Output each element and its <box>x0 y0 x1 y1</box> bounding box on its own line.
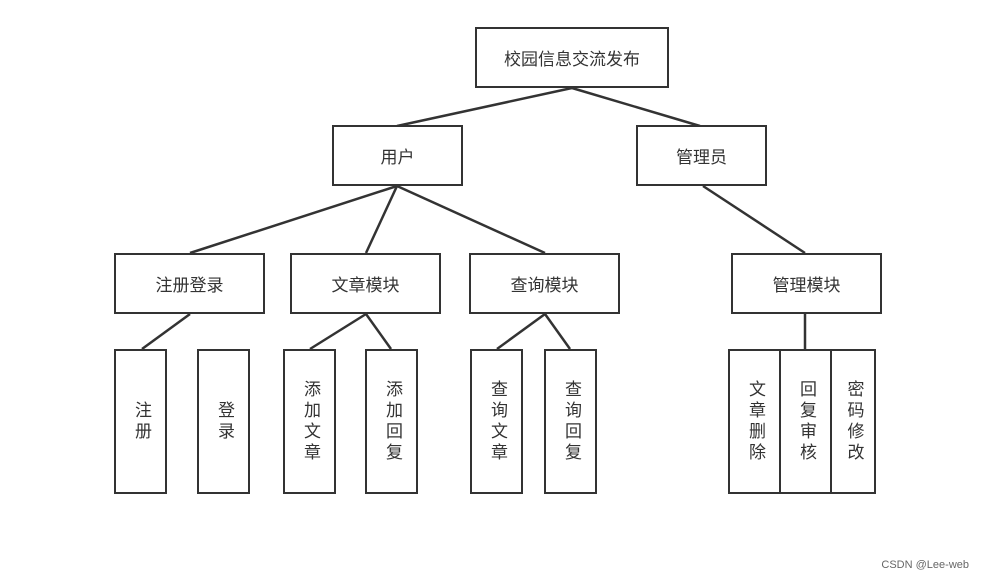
edge-user-query <box>396 184 546 255</box>
node-register-login: 注册登录 <box>114 253 265 314</box>
edge-user-register-login <box>189 184 398 255</box>
leaf-add-reply: 添加回复 <box>365 349 418 494</box>
edge-root-user <box>396 86 573 128</box>
watermark: CSDN @Lee-web <box>881 559 969 571</box>
edge-root-admin <box>571 86 701 128</box>
node-article-module: 文章模块 <box>290 253 441 314</box>
edge-article-add-article <box>309 312 367 351</box>
edge-query-query-reply <box>543 313 572 350</box>
node-user: 用户 <box>332 125 463 186</box>
node-admin: 管理员 <box>636 125 767 186</box>
leaf-password-change: 密码修改 <box>830 349 876 494</box>
leaf-login: 登录 <box>197 349 250 494</box>
leaf-reply-review: 回复审核 <box>779 349 832 494</box>
leaf-register: 注册 <box>114 349 167 494</box>
node-query-module: 查询模块 <box>469 253 620 314</box>
edge-query-query-article <box>496 312 546 351</box>
edge-user-article <box>364 185 399 254</box>
leaf-add-article: 添加文章 <box>283 349 336 494</box>
node-root: 校园信息交流发布 <box>475 27 669 88</box>
node-manage-module: 管理模块 <box>731 253 882 314</box>
edge-admin-manage <box>702 184 806 255</box>
leaf-delete-article: 文章删除 <box>728 349 781 494</box>
edge-article-add-reply <box>364 313 393 350</box>
edge-register-login-register <box>141 312 191 351</box>
leaf-query-article: 查询文章 <box>470 349 523 494</box>
leaf-query-reply: 查询回复 <box>544 349 597 494</box>
